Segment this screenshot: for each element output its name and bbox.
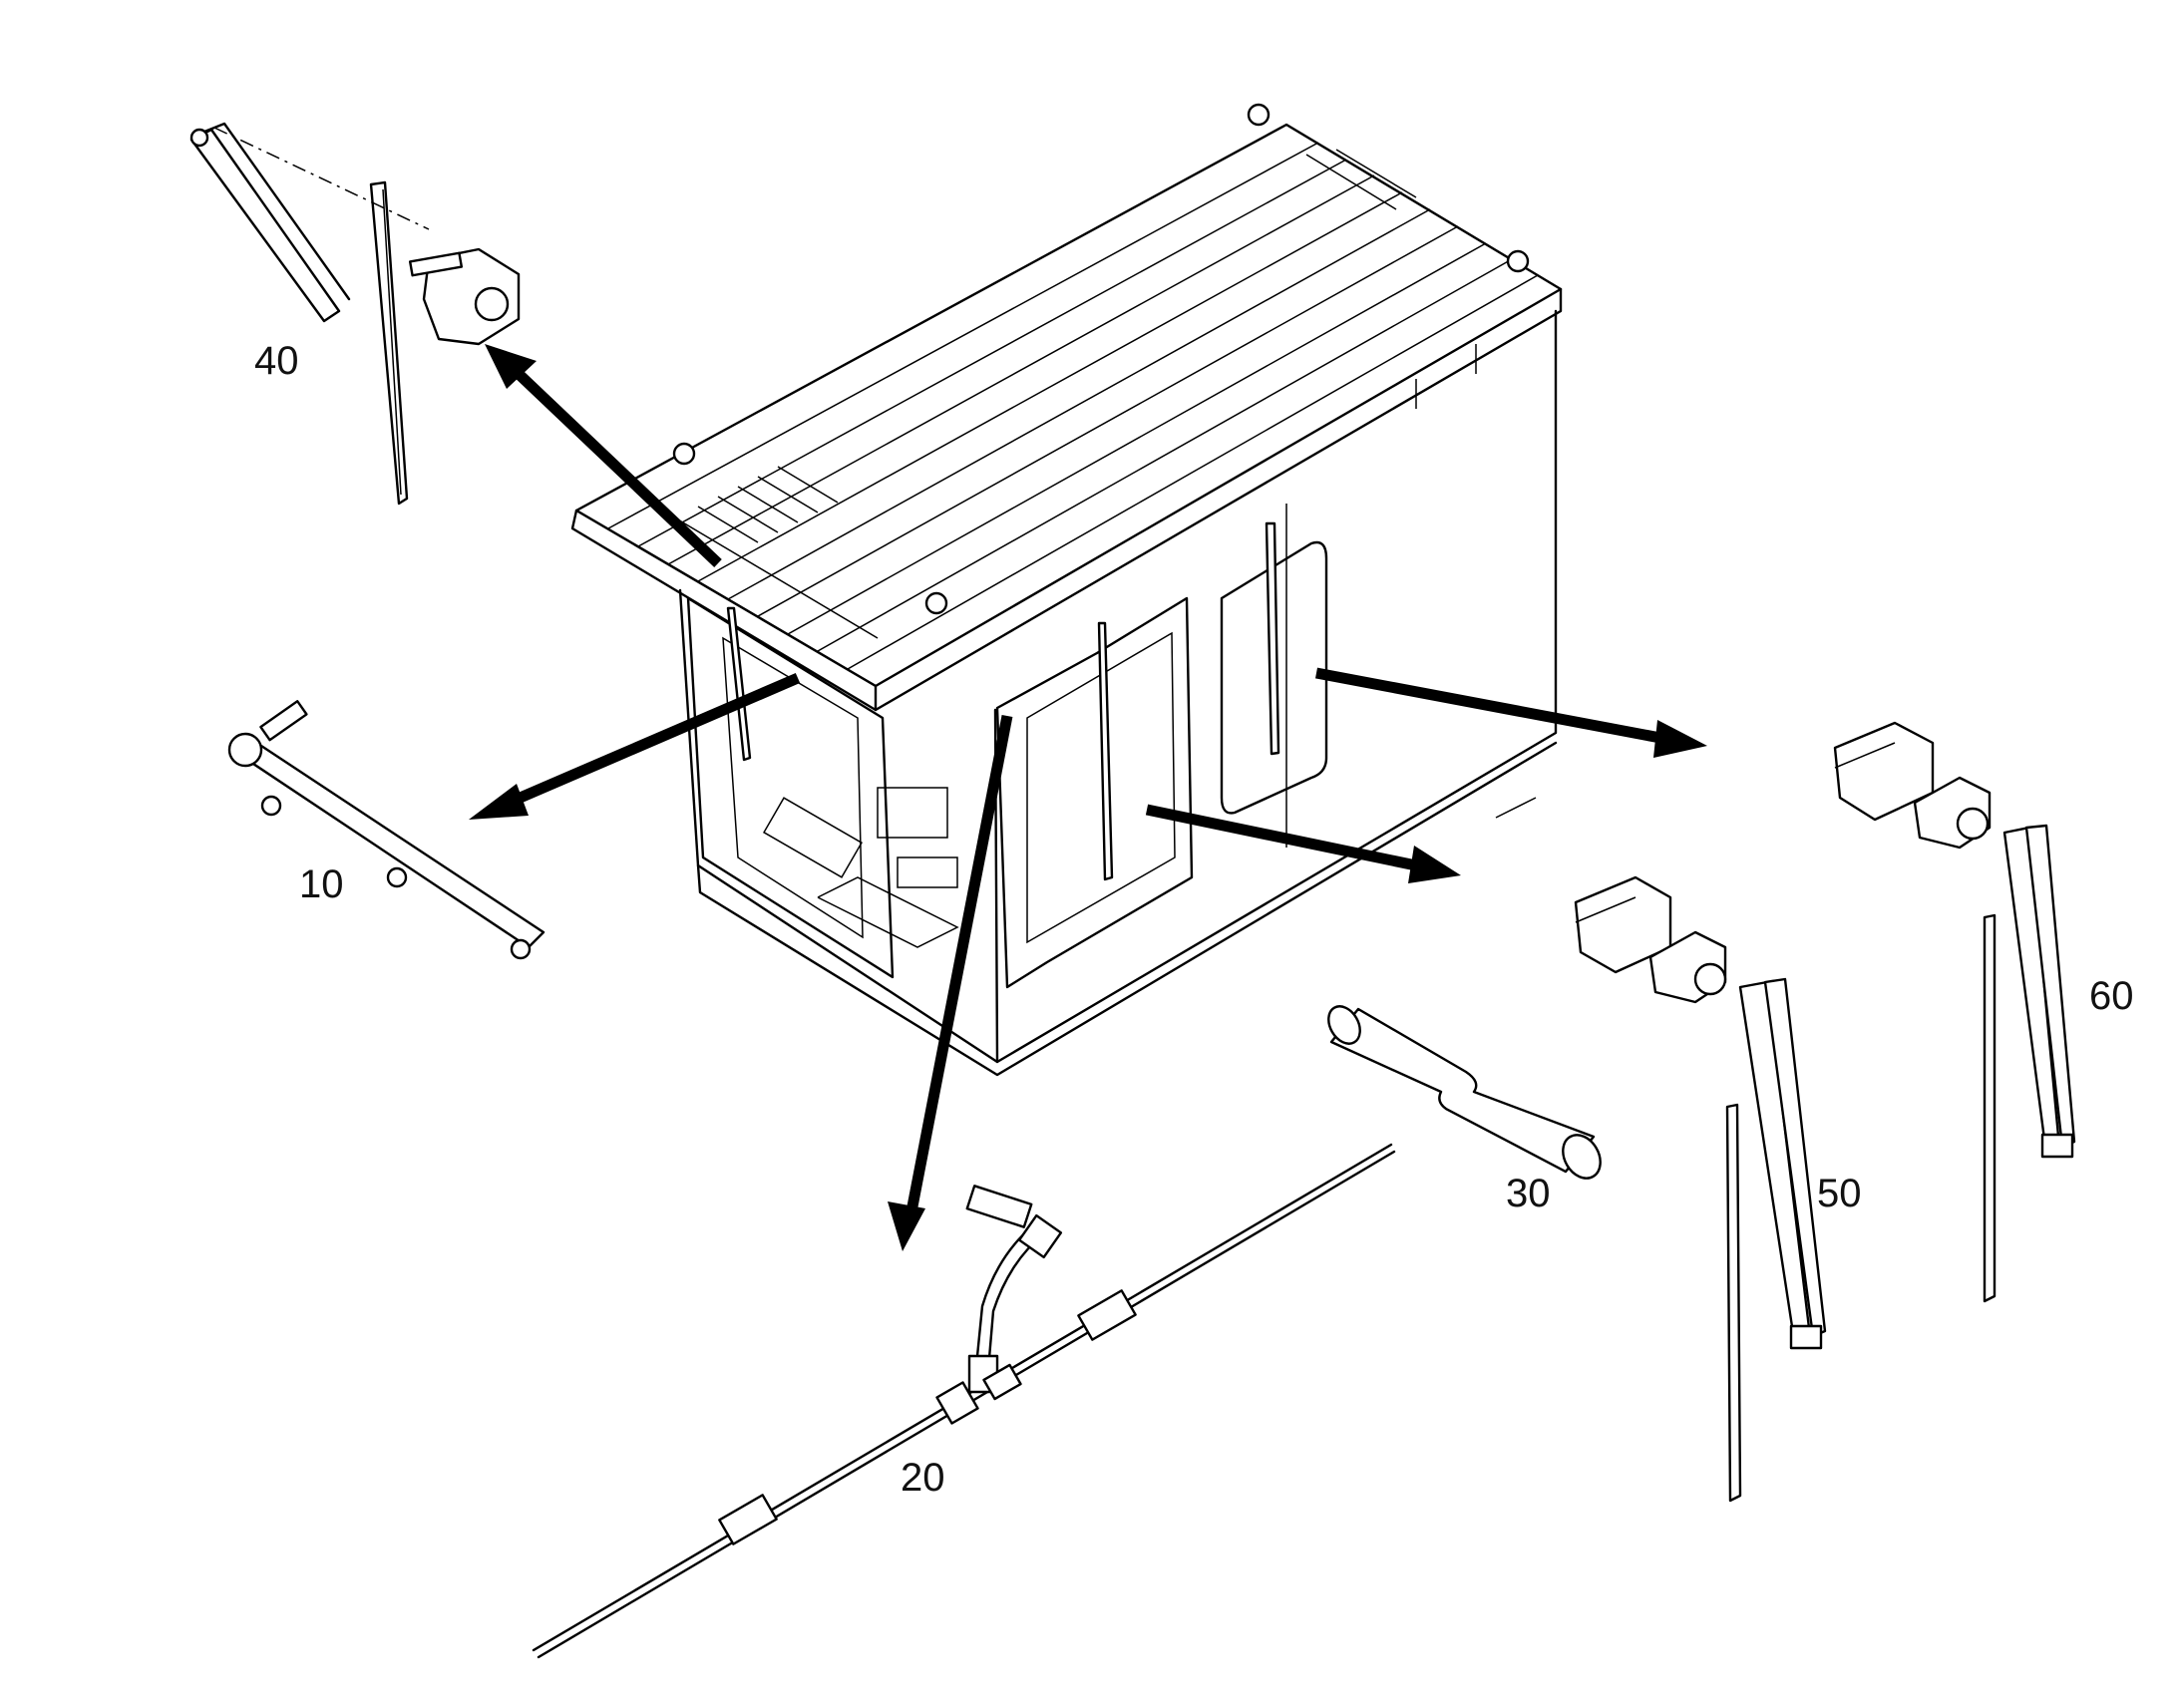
explode-arrows: [469, 344, 1707, 1251]
washer-hose-assembly: [532, 1143, 1396, 1659]
part-label-60: 60: [2089, 974, 2134, 1018]
part-label-50: 50: [1817, 1172, 1862, 1215]
side-wiper-assembly-left: [1574, 875, 1827, 1503]
part-label-10: 10: [299, 862, 344, 906]
part-label-20: 20: [901, 1456, 945, 1500]
cab-body: [678, 309, 1558, 1077]
hose-section: [1327, 1005, 1602, 1180]
cab-roof-grille: [570, 103, 1563, 712]
part-label-40: 40: [254, 339, 299, 383]
side-wiper-assembly-right: [1833, 721, 2076, 1303]
cab-installed-wipers: [726, 521, 1280, 881]
part-label-30: 30: [1506, 1172, 1551, 1215]
front-wiper-assembly: [189, 122, 521, 506]
operator-cab: [570, 103, 1563, 1077]
washer-nozzle-rail: [227, 700, 545, 960]
